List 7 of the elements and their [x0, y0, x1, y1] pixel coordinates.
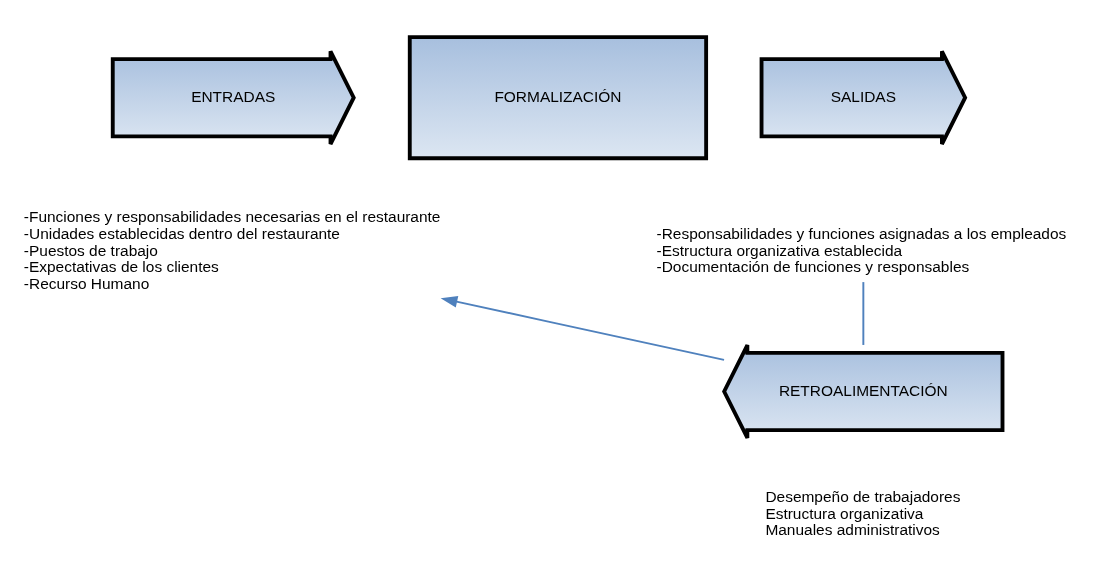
node-box: FORMALIZACIÓN: [407, 34, 709, 160]
node-text: -Funciones y responsabilidades necesarias en el restaurante -Unidades establecidas dentro del restaurante -Puestos de trabajo -Expectativas de los clientes -Recurso Humano: [23, 207, 441, 292]
node-label: Estructura organizativa: [765, 504, 924, 522]
connector: [862, 280, 865, 346]
node-text: -Responsabilidades y funciones asignadas a los empleados -Estructura organizativa establecida -Documentación de funciones y responsables: [656, 224, 1067, 275]
node-label: Desempeño de trabajadores: [765, 487, 961, 505]
arrow: [440, 295, 725, 361]
